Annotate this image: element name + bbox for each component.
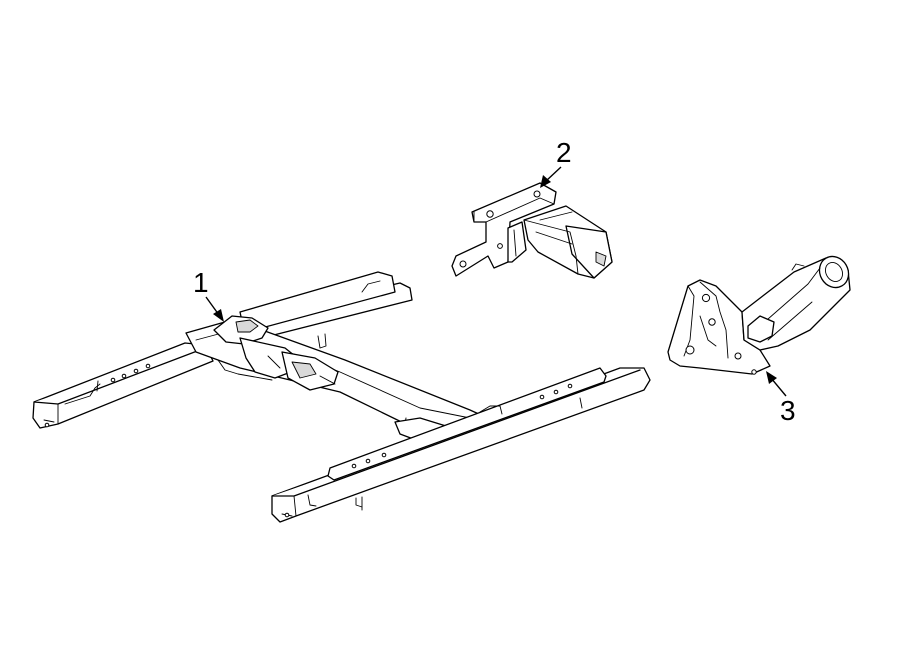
right-outer-rail [271, 367, 651, 523]
callout-1-label: 1 [193, 267, 209, 298]
right-inner-rail [327, 367, 607, 481]
callout-2: 2 [540, 137, 572, 188]
recliner-motor [667, 255, 851, 375]
cross-member [185, 315, 493, 441]
seat-track-assembly [32, 271, 651, 523]
left-inner-rail [239, 271, 413, 349]
seat-adjuster-motor [451, 182, 613, 279]
callout-2-label: 2 [556, 137, 572, 168]
callout-1: 1 [193, 267, 224, 322]
left-outer-rail [32, 342, 214, 429]
callout-3: 3 [766, 371, 796, 426]
callout-3-label: 3 [780, 395, 796, 426]
